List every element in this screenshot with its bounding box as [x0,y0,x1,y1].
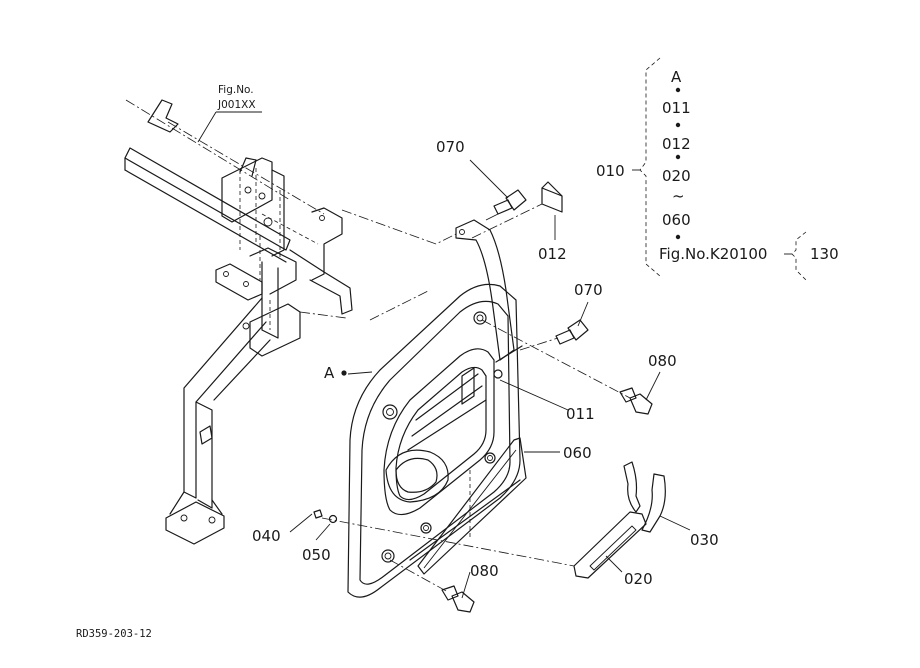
callout-leaders [289,159,691,599]
assembly-guide-lines [299,203,631,593]
group-member-a: A [671,68,682,86]
assembly-group-010: 010 A 011 012 020 ~ 060 Fig.No.K20100 13… [596,57,839,281]
part-020-plate [573,511,647,579]
drawing-code: RD359-203-12 [76,628,152,640]
part-030-brackets [623,461,666,533]
figure-ref-number: J001XX [217,99,256,111]
point-a-marker [341,370,347,376]
callout-labels: 070 012 070 080 011 060 A 040 050 080 02… [252,138,719,588]
group-member-012: 012 [662,135,691,153]
callout-012: 012 [538,245,567,263]
callout-020: 020 [624,570,653,588]
bolt-080-upper [619,387,653,415]
part-012-clip [541,181,563,213]
bolt-080-lower [441,585,475,613]
part-011-seal [495,345,523,363]
bolt-070-lower [555,319,589,345]
callout-a: A [324,364,335,382]
callout-040: 040 [252,527,281,545]
door-panel-assembly [347,219,521,598]
frame-assembly [124,99,353,545]
callout-070-upper: 070 [436,138,465,156]
callout-080-lower: 080 [470,562,499,580]
bolt-070-upper [485,189,527,221]
figure-ref-prefix: Fig.No. [218,84,254,96]
group-member-011: 011 [662,99,691,117]
washer-050 [328,514,338,524]
group-figure-link: Fig.No.K20100 [659,245,767,263]
nut-040 [313,509,323,519]
group-member-060: 060 [662,211,691,229]
callout-070-lower: 070 [574,281,603,299]
figure-reference-j001xx: Fig.No. J001XX [197,84,262,143]
part-060-strip [417,437,527,575]
group-member-tilde: ~ [672,187,685,205]
callout-011: 011 [566,405,595,423]
callout-050: 050 [302,546,331,564]
group-member-020: 020 [662,167,691,185]
phantom-lines [125,99,325,330]
callout-060: 060 [563,444,592,462]
group-linked-label-130: 130 [810,245,839,263]
callout-080-upper: 080 [648,352,677,370]
group-label-010: 010 [596,162,625,180]
callout-030: 030 [690,531,719,549]
